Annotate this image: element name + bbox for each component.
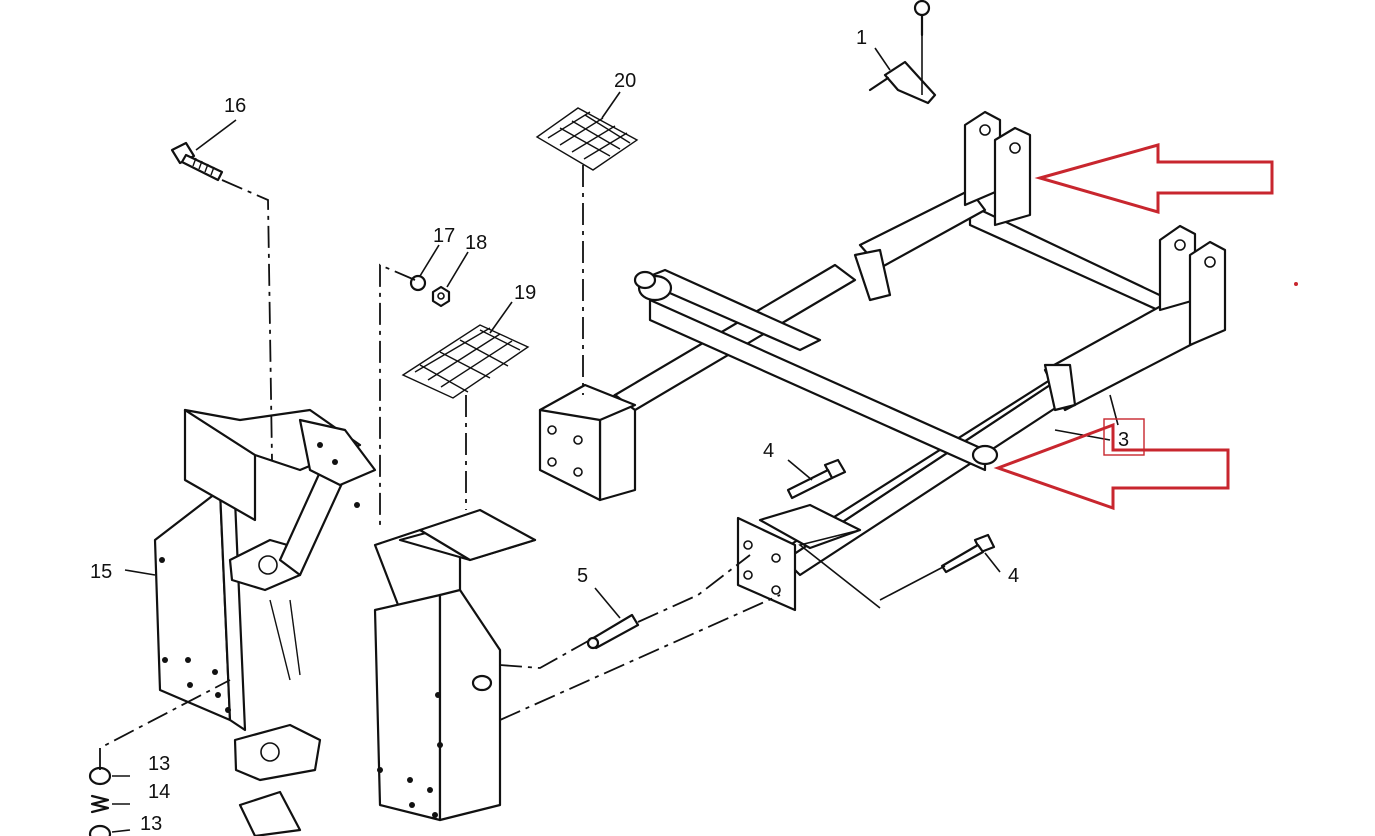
- callout-19: 19: [514, 282, 536, 304]
- callout-15: 15: [90, 561, 112, 583]
- callout-20: 20: [614, 70, 636, 92]
- callout-4-lower: 4: [1008, 565, 1019, 587]
- bolt-part-16: [170, 141, 224, 182]
- leader-lines: [99, 35, 1119, 770]
- rear-frame-part-3: [538, 110, 1227, 612]
- front-frame-part-15: [153, 408, 537, 836]
- callout-14: 14: [148, 781, 170, 803]
- callout-13-upper: 13: [148, 753, 170, 775]
- pin-part-1: [868, 0, 937, 105]
- tread-plate-part-20: [535, 107, 639, 171]
- callout-3: 3: [1118, 429, 1129, 451]
- nut-part-18: [431, 285, 451, 308]
- spring-part-14: [90, 794, 110, 814]
- highlight-box-part-3: [1103, 418, 1145, 456]
- pin-part-5: [586, 613, 640, 650]
- callout-16: 16: [224, 95, 246, 117]
- callout-13-lower: 13: [140, 813, 162, 835]
- red-dot-marker: [1294, 282, 1298, 286]
- red-arrow-upper: [1034, 143, 1274, 214]
- bushing-part-13: [88, 766, 112, 836]
- callout-5: 5: [577, 565, 588, 587]
- callout-4-upper: 4: [763, 440, 774, 462]
- bolt-part-4-upper: [786, 458, 847, 500]
- tread-plate-part-19: [401, 324, 530, 399]
- red-arrow-lower: [993, 422, 1230, 511]
- red-annotations: [993, 143, 1298, 511]
- bolt-part-4-lower: [940, 533, 996, 574]
- callout-18: 18: [465, 232, 487, 254]
- callout-labels: 1 3 4 4 5 13 14 13 15 16 17 18 19 20: [90, 27, 1129, 835]
- washer-part-17: [409, 274, 427, 292]
- callout-17: 17: [433, 225, 455, 247]
- callout-1: 1: [856, 27, 867, 49]
